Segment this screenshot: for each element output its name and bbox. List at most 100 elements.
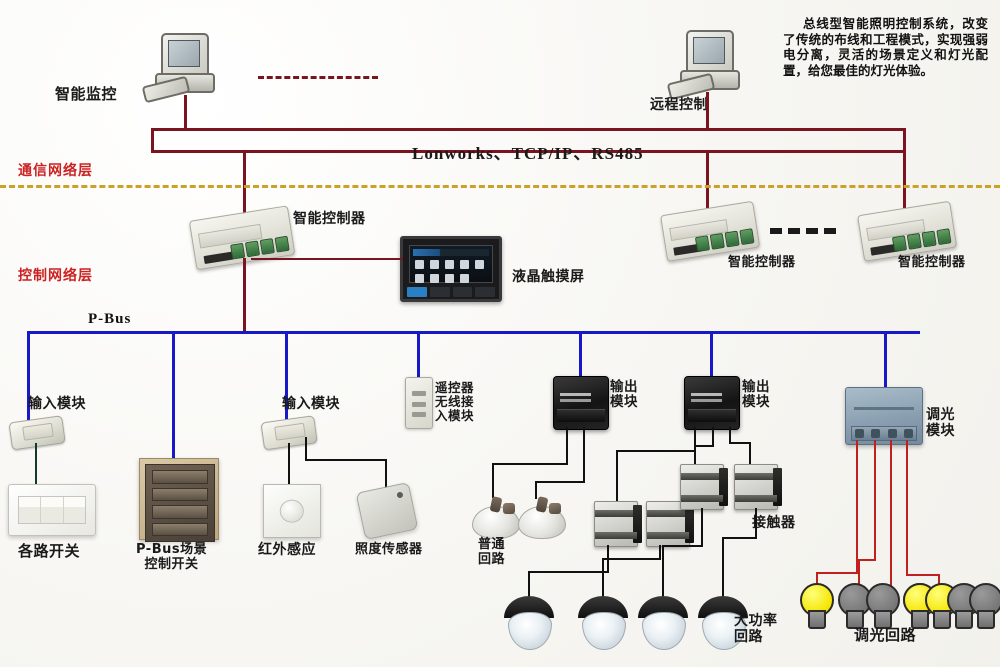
comm-drop-to-controller-3: [903, 150, 906, 208]
contactor-4-icon: [734, 464, 782, 510]
scene-button[interactable]: [152, 487, 208, 501]
switch-rocker[interactable]: [41, 497, 64, 523]
downlight-3-riser: [662, 545, 664, 599]
scene-button[interactable]: [152, 505, 208, 519]
touch-tab[interactable]: [475, 287, 495, 297]
dim-wire-3-drop: [890, 440, 892, 586]
touch-screen-tabs[interactable]: [407, 287, 495, 297]
comm-bus-drop-remote: [706, 92, 709, 131]
comm-bus-right-riser: [903, 128, 906, 152]
dimming-module-icon: [845, 387, 923, 445]
dim-wire-4-drop: [906, 440, 908, 576]
terminal: [274, 235, 290, 253]
wall-switch-panel-icon[interactable]: [8, 484, 96, 536]
touch-tab[interactable]: [429, 287, 450, 297]
label-output-module-1: 输出 模块: [610, 379, 638, 411]
touch-tab[interactable]: [452, 287, 473, 297]
label-dimming-circuit: 调光回路: [854, 626, 917, 644]
input-module-1-to-switch-wire: [35, 443, 37, 485]
spotlight-2-icon: [518, 496, 566, 539]
intelligent-controller-2-icon: [660, 200, 761, 262]
dim-bulb-5-icon: [903, 583, 937, 629]
pc-monitor-icon: [161, 33, 209, 79]
p-bus-trunk: [27, 331, 920, 334]
label-p-bus: P-Bus: [88, 311, 132, 327]
label-protocol-bus: Lonworks、TCP/IP、RS485: [412, 144, 644, 163]
downlight-3-icon: [638, 596, 688, 650]
p-bus-drop-input-module-1: [27, 331, 30, 420]
label-normal-circuit: 普通 回路: [478, 537, 506, 567]
out1-wire-a-run: [492, 463, 568, 465]
scene-switch-face[interactable]: [145, 464, 215, 542]
remote-control-pc-icon: [666, 30, 742, 101]
scene-button[interactable]: [152, 470, 208, 484]
label-controller-3: 智能控制器: [898, 255, 966, 270]
out1-wire-a-down: [492, 463, 494, 498]
dim-wire-4-run: [906, 574, 940, 576]
touch-tab[interactable]: [407, 287, 427, 297]
terminal: [936, 228, 952, 246]
touch-icon: [445, 260, 454, 269]
scene-button[interactable]: [152, 522, 208, 536]
bulb-globe: [800, 583, 834, 617]
bulb-base: [933, 610, 951, 629]
intelligent-controller-3-icon: [857, 200, 958, 262]
dim-wire-1-drop: [856, 440, 858, 574]
module-slot: [411, 391, 427, 396]
out2-wire-c-run: [729, 442, 751, 444]
out2-wire-b-drop: [712, 427, 714, 446]
out2-wire-a-drop: [694, 427, 696, 451]
comm-drop-to-controller-2: [706, 150, 709, 208]
bulb-base: [808, 610, 826, 629]
input-module-2-to-ir-drop: [288, 443, 290, 485]
out2-wire-b-run: [694, 445, 714, 447]
label-high-power-circuit: 大功率 回路: [734, 613, 778, 645]
downlight-4-icon: [698, 596, 748, 650]
touch-icon: [475, 260, 484, 269]
bulb-base: [846, 610, 864, 629]
contactor2-load-run: [602, 558, 661, 560]
terminal: [855, 428, 865, 438]
controller-body: [857, 200, 958, 262]
comm-bus-protocol-line: [151, 150, 906, 153]
wireless-access-module-icon: [405, 377, 433, 429]
label-lux-sensor: 照度传感器: [355, 542, 423, 557]
terminal: [903, 428, 913, 438]
dim-bulb-7-icon: [969, 583, 1000, 629]
infrared-sensor-icon: [263, 484, 321, 538]
bulb-base: [977, 610, 995, 629]
output-module-body: [684, 376, 740, 430]
dimming-module-terminals: [850, 426, 918, 441]
input-module-2-to-lux-riser: [305, 437, 307, 461]
module-slot: [411, 402, 427, 407]
terminal: [724, 230, 741, 248]
label-controller-main: 智能控制器: [293, 211, 366, 227]
touch-screen-icon-grid: [415, 260, 487, 283]
comm-bus-top-trunk: [151, 128, 906, 131]
contactor-3-icon: [680, 464, 728, 510]
contactor1-load-run: [528, 571, 609, 573]
switch-rockers[interactable]: [17, 496, 87, 524]
label-output-module-2: 输出 模块: [742, 379, 770, 411]
label-scene-switch: P-Bus场景 控制开关: [136, 542, 208, 572]
terminal: [739, 228, 755, 246]
touch-icon: [460, 260, 469, 269]
switch-rocker[interactable]: [63, 497, 86, 523]
controller-slot: [203, 251, 234, 265]
pc-screen-icon: [168, 40, 200, 67]
lcd-touch-screen-icon[interactable]: [400, 236, 502, 302]
contactor-side-block: [633, 504, 642, 544]
switch-rocker[interactable]: [18, 497, 42, 523]
terminal: [892, 235, 908, 253]
contactor4-load-drop: [755, 508, 757, 538]
label-ir-sensor: 红外感应: [258, 542, 316, 558]
touch-icon: [415, 274, 424, 283]
out1-wire-b-drop: [583, 427, 585, 482]
contactor4-load-run: [722, 537, 757, 539]
bulb-base: [955, 610, 973, 629]
dim-wire-2-run: [858, 559, 876, 561]
contactor3-load-drop: [701, 508, 703, 546]
dim-bulb-2-icon: [838, 583, 872, 629]
terminal: [907, 233, 923, 251]
p-bus-scene-switch-icon[interactable]: [139, 458, 219, 542]
